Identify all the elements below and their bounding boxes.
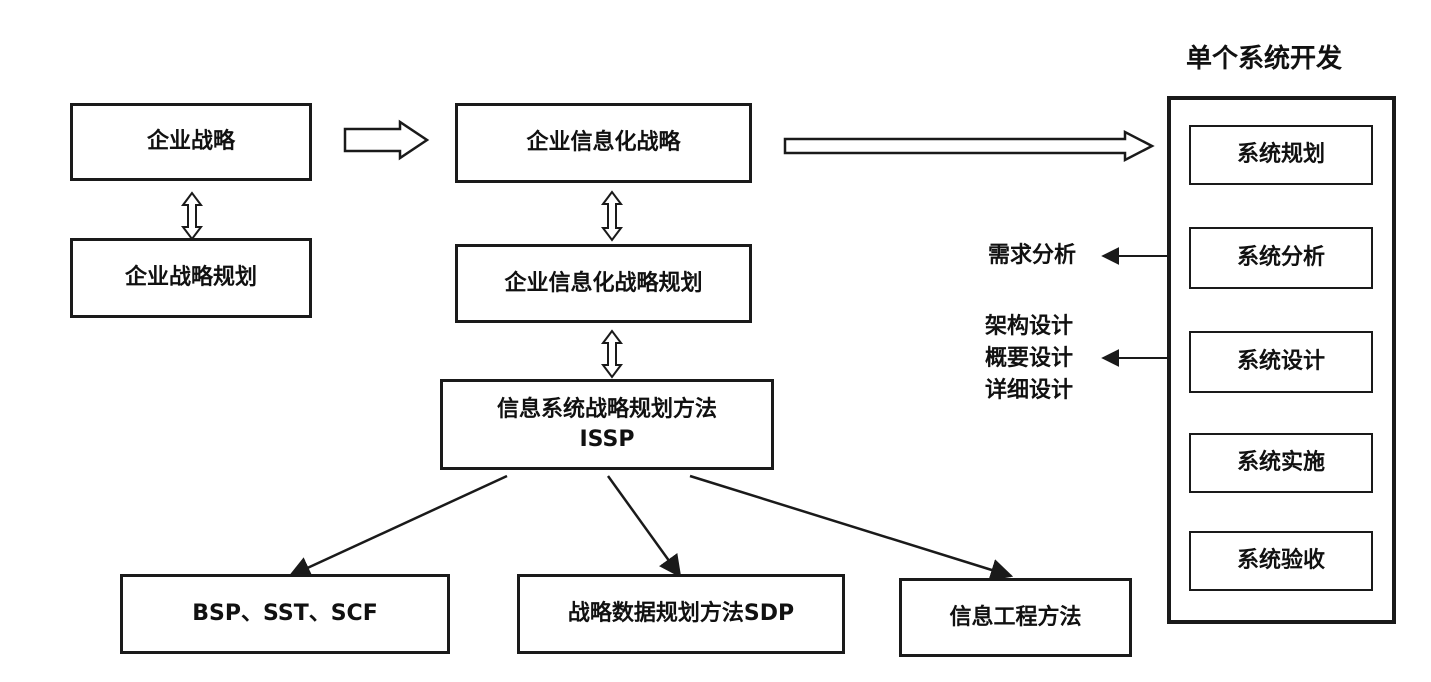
- enterprise-strategy-box: 企业战略: [70, 103, 312, 181]
- double-arrow-strategy-planning: [181, 191, 203, 241]
- step-analysis-box: 系统分析: [1189, 227, 1373, 289]
- arrow-issp-to-ie: [689, 474, 1014, 581]
- double-arrow-planning-issp: [601, 329, 623, 379]
- method-sdp-box: 战略数据规划方法SDP: [517, 574, 845, 654]
- step-planning-label: 系统规划: [1236, 142, 1325, 168]
- step-design-box: 系统设计: [1189, 331, 1373, 393]
- method-bsp-label: BSP、SST、SCF: [192, 601, 378, 627]
- method-bsp-box: BSP、SST、SCF: [120, 574, 450, 654]
- output-outline-design: 概要设计: [985, 346, 1074, 371]
- info-strategy-box: 企业信息化战略: [455, 103, 752, 183]
- method-ie-box: 信息工程方法: [899, 578, 1132, 657]
- issp-title: 信息系统战略规划方法: [496, 396, 717, 422]
- output-requirements-analysis: 需求分析: [988, 243, 1077, 268]
- issp-abbr: ISSP: [579, 426, 635, 452]
- method-ie-label: 信息工程方法: [949, 604, 1082, 630]
- step-acceptance-label: 系统验收: [1236, 548, 1325, 574]
- step-planning-box: 系统规划: [1189, 125, 1373, 185]
- step-implementation-box: 系统实施: [1189, 433, 1373, 493]
- hollow-arrow-strategy-to-info: [343, 119, 430, 161]
- step-analysis-label: 系统分析: [1236, 245, 1325, 271]
- hollow-arrow-info-to-single-system: [783, 129, 1155, 163]
- arrow-issp-to-bsp: [287, 474, 508, 578]
- info-strategy-planning-box: 企业信息化战略规划: [455, 244, 752, 323]
- enterprise-strategy-planning-label: 企业战略规划: [124, 265, 257, 291]
- step-acceptance-box: 系统验收: [1189, 531, 1373, 591]
- info-strategy-label: 企业信息化战略: [526, 130, 681, 156]
- issp-box: 信息系统战略规划方法 ISSP: [440, 379, 774, 470]
- arrow-issp-to-sdp: [606, 475, 682, 578]
- enterprise-strategy-label: 企业战略: [146, 129, 235, 155]
- step-implementation-label: 系统实施: [1236, 450, 1325, 476]
- enterprise-strategy-planning-box: 企业战略规划: [70, 238, 312, 318]
- output-detailed-design: 详细设计: [985, 378, 1074, 403]
- single-system-title: 单个系统开发: [1186, 44, 1343, 74]
- method-sdp-label: 战略数据规划方法SDP: [567, 601, 795, 627]
- double-arrow-info-planning: [601, 190, 623, 242]
- output-architecture-design: 架构设计: [985, 314, 1074, 339]
- step-design-label: 系统设计: [1236, 349, 1325, 375]
- info-strategy-planning-label: 企业信息化战略规划: [504, 270, 703, 296]
